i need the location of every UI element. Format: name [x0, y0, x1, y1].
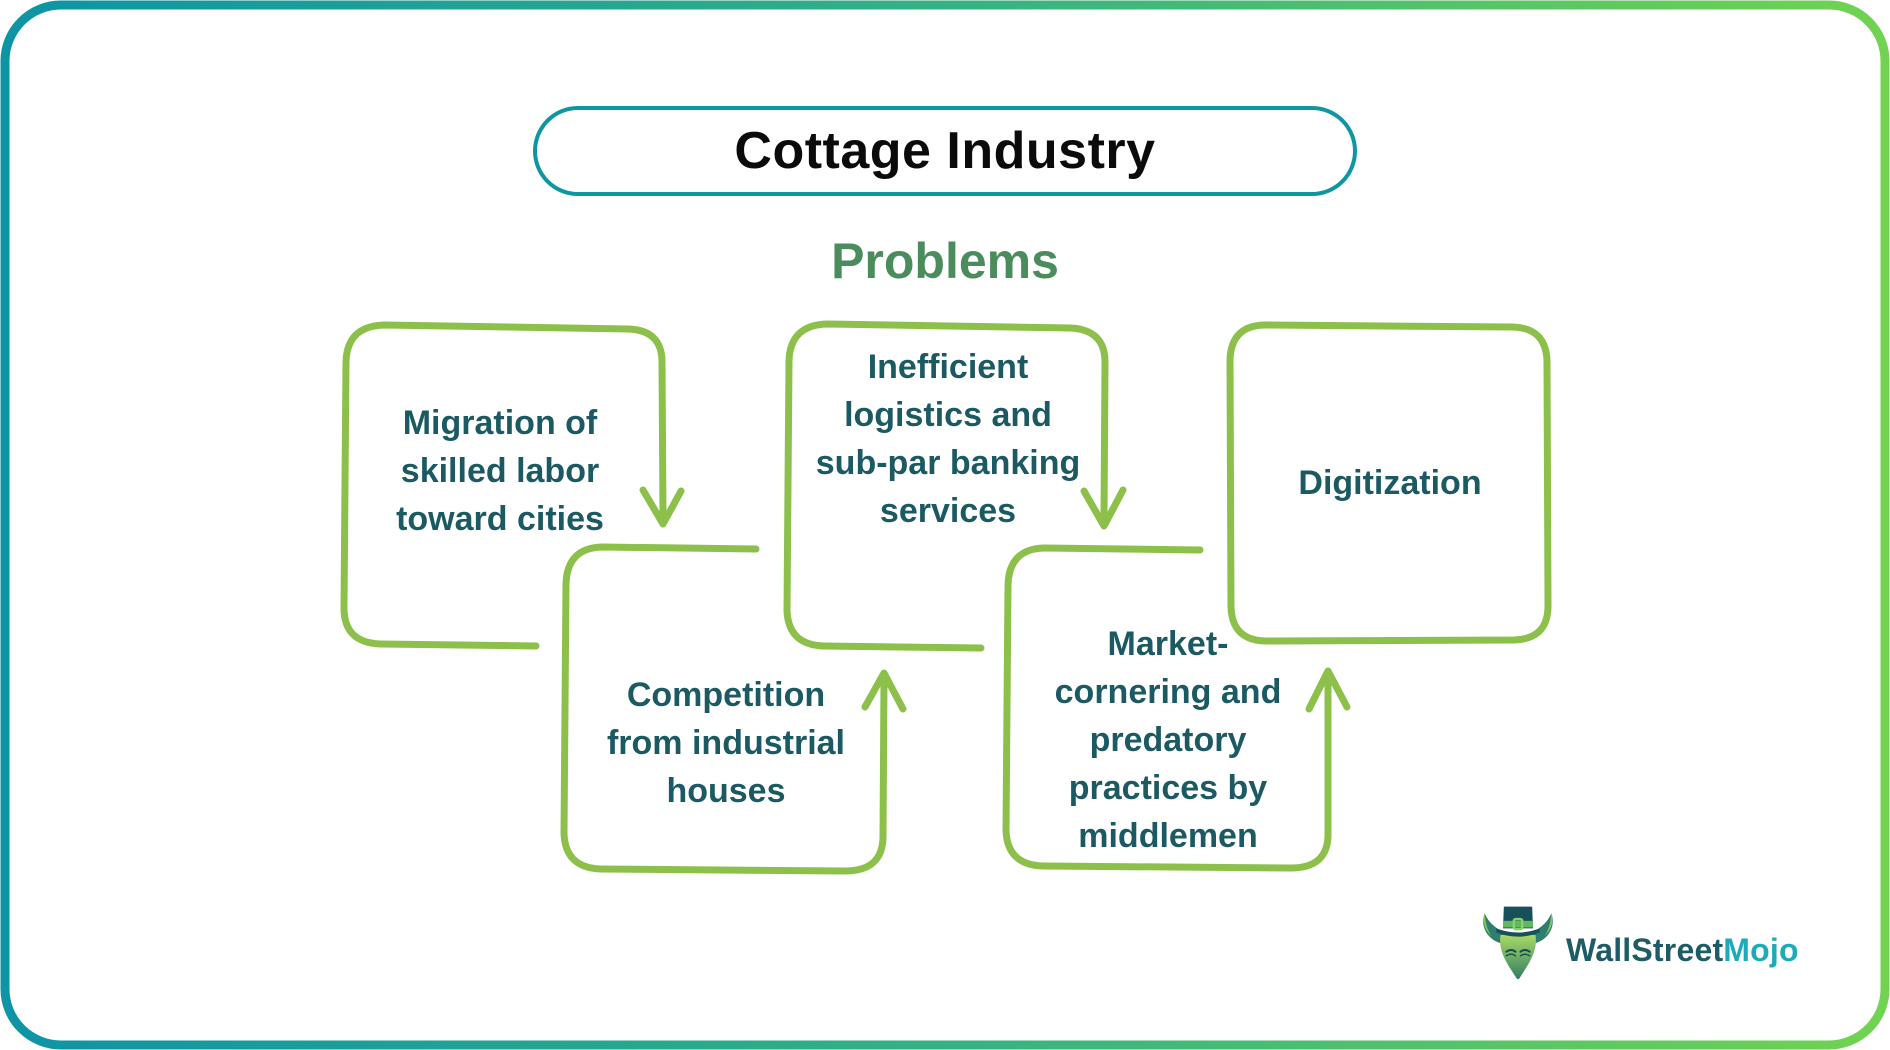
bull-mascot-icon	[1483, 906, 1553, 980]
box-label-competition: Competition from industrial houses	[606, 676, 846, 810]
box-label-logistics: Inefficient logistics and sub-par bankin…	[815, 348, 1081, 530]
arrowhead-logistics-to-market	[1080, 486, 1127, 530]
arrowhead-migration-to-competition	[639, 486, 685, 528]
box-label-digitization: Digitization	[1298, 464, 1482, 502]
box-outline-market-cornering	[1002, 544, 1332, 872]
brand-name-primary: WallStreet	[1566, 931, 1724, 968]
arrowhead-market-to-digitization	[1305, 667, 1351, 713]
title-box: Cottage Industry	[533, 106, 1357, 196]
brand-logo-text: WallStreetMojo	[1566, 932, 1799, 969]
arrowhead-competition-to-logistics	[861, 669, 907, 713]
brand-name-secondary: Mojo	[1723, 931, 1799, 968]
box-label-market-cornering: Market- cornering and predatory practice…	[1054, 625, 1282, 855]
box-outline-competition	[560, 543, 888, 875]
box-label-migration: Migration of skilled labor toward cities	[396, 404, 604, 538]
brand-logo: WallStreetMojo	[1476, 900, 1799, 1000]
box-outline-digitization	[1226, 321, 1552, 645]
page-subtitle: Problems	[831, 233, 1059, 289]
box-outline-logistics	[783, 320, 1109, 652]
page-title: Cottage Industry	[734, 122, 1156, 180]
box-outline-migration	[340, 321, 667, 650]
